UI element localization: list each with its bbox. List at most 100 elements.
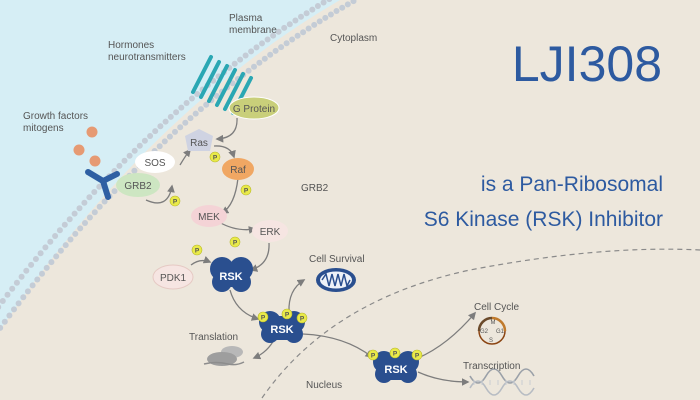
arrow-rsk-transcription	[418, 372, 468, 382]
membrane-lipid-head	[287, 21, 293, 27]
membrane-lipid-head	[62, 222, 68, 228]
membrane-lipid-head	[72, 211, 78, 217]
mitochondrion-icon	[316, 268, 356, 292]
arrow-mek-erk	[219, 222, 255, 230]
membrane-lipid-head	[345, 1, 351, 7]
membrane-lipid-head	[16, 300, 22, 306]
phospho-label: P	[393, 351, 398, 358]
membrane-lipid-head	[246, 68, 252, 74]
membrane-lipid-head	[147, 133, 153, 139]
membrane-lipid-head	[315, 3, 321, 9]
membrane-lipid-head	[58, 248, 64, 254]
membrane-lipid-head	[295, 33, 301, 39]
membrane-lipid-head	[97, 204, 103, 210]
phospho-label: P	[233, 240, 238, 247]
membrane-lipid-head	[182, 120, 188, 126]
compound-title: LJI308	[512, 36, 662, 92]
membrane-lipid-head	[53, 253, 59, 259]
membrane-lipid-head	[184, 100, 190, 106]
membrane-lipid-head	[198, 106, 204, 112]
membrane-lipid-head	[91, 189, 97, 195]
membrane-lipid-head	[9, 286, 15, 292]
membrane-lipid-head	[172, 129, 178, 135]
membrane-lipid-head	[5, 292, 11, 298]
membrane-lipid-head	[322, 15, 328, 21]
growth-factors-label: Growth factors mitogens	[23, 111, 88, 135]
arrow-pdk1-rsk	[191, 261, 210, 265]
membrane-lipid-head	[267, 52, 273, 58]
membrane-lipid-head	[309, 7, 315, 13]
arrow-raf-mek	[222, 178, 238, 213]
rsk1-label: RSK	[219, 271, 242, 283]
membrane-lipid-head	[259, 40, 265, 46]
membrane-lipid-head	[127, 153, 133, 159]
membrane-lipid-head	[34, 277, 40, 283]
membrane-lipid-head	[20, 294, 26, 300]
membrane-lipid-head	[304, 10, 310, 16]
transcription-label: Transcription	[463, 361, 520, 373]
phospho-label: P	[415, 353, 420, 360]
membrane-lipid-head	[39, 271, 45, 277]
cell-cycle-icon: M G1 S G2	[479, 318, 505, 344]
phospho-label: P	[244, 188, 249, 195]
translation-label: Translation	[189, 332, 238, 344]
subtitle-line-1: is a Pan-Ribosomal	[481, 172, 663, 198]
cycle-phase-s: S	[489, 338, 493, 344]
membrane-lipid-head	[328, 12, 334, 18]
rsk3-label: RSK	[384, 364, 407, 376]
membrane-lipid-head	[28, 262, 34, 268]
membrane-lipid-head	[68, 237, 74, 243]
membrane-lipid-head	[137, 143, 143, 149]
membrane-lipid-head	[157, 143, 163, 149]
membrane-lipid-head	[57, 227, 63, 233]
membrane-lipid-head	[63, 242, 69, 248]
membrane-lipid-head	[339, 5, 345, 11]
phospho-label: P	[300, 316, 305, 323]
membrane-lipid-head	[317, 18, 323, 24]
g-protein-label: G Protein	[233, 104, 275, 115]
cytoplasm-label: Cytoplasm	[330, 33, 377, 45]
rsk2-label: RSK	[270, 324, 293, 336]
phospho-label: P	[285, 312, 290, 319]
phospho-label: P	[371, 353, 376, 360]
membrane-lipid-head	[251, 64, 257, 70]
membrane-lipid-head	[262, 56, 268, 62]
membrane-lipid-head	[173, 109, 179, 115]
nucleus-label: Nucleus	[306, 380, 342, 392]
membrane-lipid-head	[86, 194, 92, 200]
membrane-lipid-head	[87, 215, 93, 221]
membrane-lipid-head	[289, 37, 295, 43]
membrane-lipid-head	[232, 61, 238, 67]
membrane-lipid-head	[273, 48, 279, 54]
subtitle-line-2: S6 Kinase (RSK) Inhibitor	[424, 207, 663, 233]
membrane-lipid-head	[67, 216, 73, 222]
phospho-label: P	[213, 155, 218, 162]
membrane-lipid-head	[72, 231, 78, 237]
membrane-lipid-head	[52, 233, 58, 239]
membrane-lipid-head	[122, 158, 128, 164]
ligand-2	[74, 145, 85, 156]
cycle-phase-g2: G2	[480, 329, 489, 335]
membrane-lipid-head	[188, 115, 194, 121]
arrow-rsk-cellcycle	[418, 313, 475, 358]
cell-cycle-label: Cell Cycle	[474, 302, 519, 314]
grb2-floating-label: GRB2	[301, 183, 328, 195]
mek-label: MEK	[198, 212, 220, 223]
membrane-lipid-head	[132, 148, 138, 154]
membrane-lipid-head	[256, 60, 262, 66]
membrane-lipid-head	[243, 53, 249, 59]
membrane-lipid-head	[167, 134, 173, 140]
membrane-lipid-head	[47, 239, 53, 245]
membrane-lipid-head	[278, 44, 284, 50]
membrane-lipid-head	[6, 313, 12, 319]
arrow-sos-ras	[180, 150, 190, 165]
membrane-lipid-head	[19, 274, 25, 280]
membrane-lipid-head	[0, 298, 6, 304]
membrane-lipid-head	[38, 250, 44, 256]
membrane-lipid-head	[157, 123, 163, 129]
membrane-lipid-head	[306, 26, 312, 32]
membrane-lipid-head	[77, 205, 83, 211]
membrane-lipid-head	[142, 138, 148, 144]
sos-label: SOS	[144, 158, 165, 169]
phospho-label: P	[195, 248, 200, 255]
